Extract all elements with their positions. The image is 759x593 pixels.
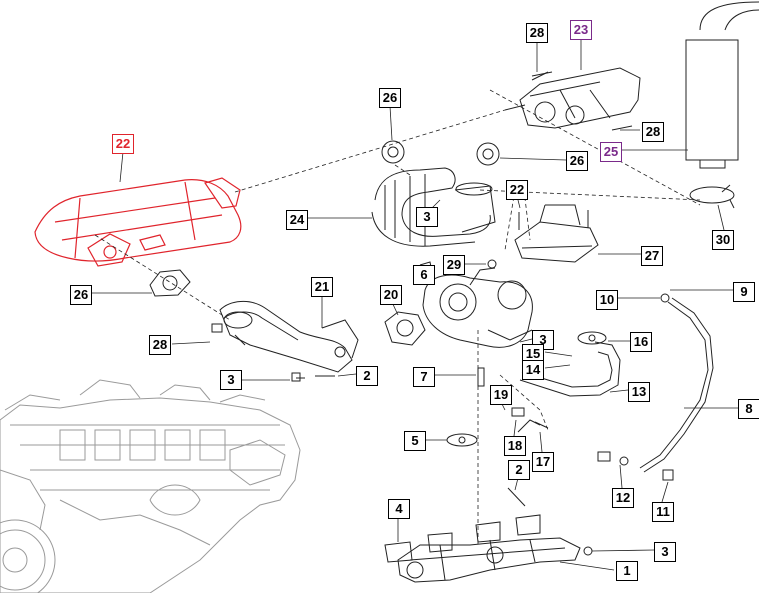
parts-lineart <box>149 1 759 583</box>
callout-25: 25 <box>600 142 622 162</box>
engine-block <box>0 379 301 593</box>
callout-30: 30 <box>712 230 734 250</box>
callout-5: 5 <box>404 431 426 451</box>
callout-28: 28 <box>642 122 664 142</box>
callout-9: 9 <box>733 282 755 302</box>
callout-19: 19 <box>490 385 512 405</box>
callout-11: 11 <box>652 502 674 522</box>
callout-26: 26 <box>566 151 588 171</box>
callout-2: 2 <box>356 366 378 386</box>
callout-24: 24 <box>286 210 308 230</box>
callout-3: 3 <box>220 370 242 390</box>
callout-20: 20 <box>380 285 402 305</box>
callout-22: 22 <box>506 180 528 200</box>
leader-lines <box>92 37 738 571</box>
callout-16: 16 <box>630 332 652 352</box>
callout-4: 4 <box>388 499 410 519</box>
callout-3: 3 <box>416 207 438 227</box>
callout-12: 12 <box>612 488 634 508</box>
callout-28: 28 <box>149 335 171 355</box>
callout-26: 26 <box>70 285 92 305</box>
callout-14: 14 <box>522 360 544 380</box>
callout-1: 1 <box>616 561 638 581</box>
callout-18: 18 <box>504 436 526 456</box>
callout-13: 13 <box>628 382 650 402</box>
callout-29: 29 <box>443 255 465 275</box>
callout-8: 8 <box>738 399 759 419</box>
callout-2: 2 <box>508 460 530 480</box>
catalytic-converter-highlight <box>34 177 242 267</box>
callout-7: 7 <box>413 367 435 387</box>
callout-17: 17 <box>532 452 554 472</box>
callout-27: 27 <box>641 246 663 266</box>
callout-28: 28 <box>526 23 548 43</box>
callout-23: 23 <box>570 20 592 40</box>
callout-15: 15 <box>522 344 544 364</box>
callout-26: 26 <box>379 88 401 108</box>
callout-21: 21 <box>311 277 333 297</box>
callout-6: 6 <box>413 265 435 285</box>
callout-10: 10 <box>596 290 618 310</box>
callout-22: 22 <box>112 134 134 154</box>
callout-3: 3 <box>654 542 676 562</box>
